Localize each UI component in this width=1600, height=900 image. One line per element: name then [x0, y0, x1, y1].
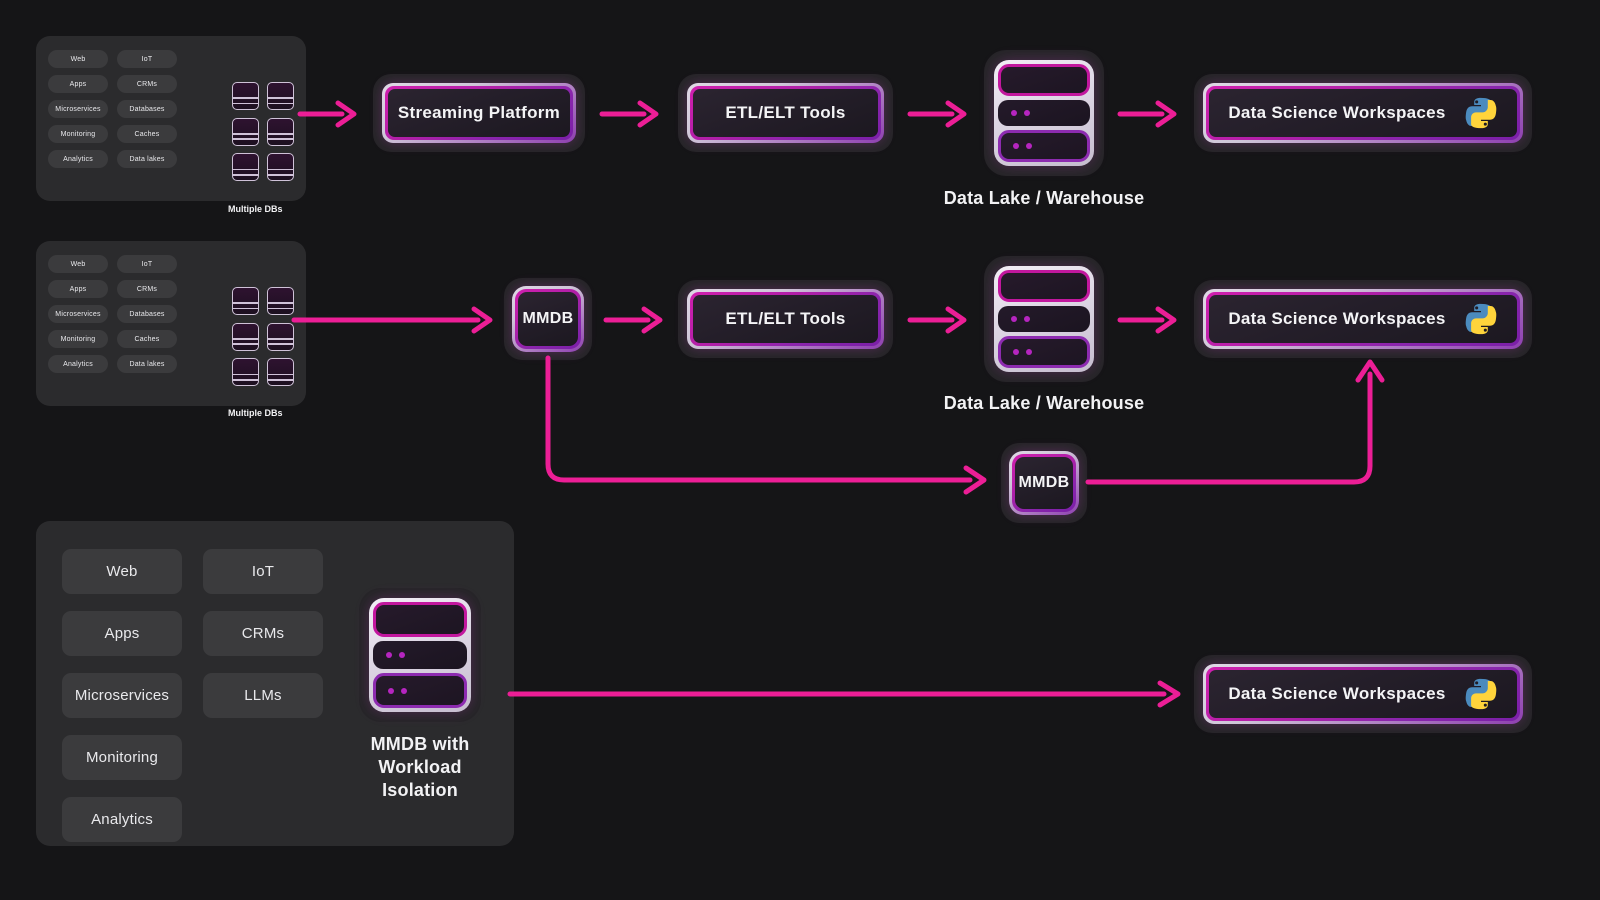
node-data-lake-warehouse-row2[interactable] — [984, 256, 1104, 382]
chip-monitoring[interactable]: Monitoring — [62, 735, 182, 780]
node-label: MMDB — [1018, 474, 1070, 491]
arrow-etl-to-lake — [907, 100, 967, 128]
caption-data-lake-warehouse-row2: Data Lake / Warehouse — [943, 393, 1145, 413]
source-panel-row-mmdb: Web Apps Microservices Monitoring Analyt… — [36, 241, 306, 418]
chip-web[interactable]: Web — [48, 255, 108, 273]
python-icon — [1465, 97, 1496, 129]
chip-apps[interactable]: Apps — [48, 75, 108, 93]
chip-llms[interactable]: LLMs — [203, 673, 323, 718]
node-label: Data Science Workspaces — [1228, 103, 1446, 122]
arrow-etl-to-lake-row2 — [907, 306, 967, 334]
caption-data-lake-warehouse-row1: Data Lake / Warehouse — [943, 188, 1145, 208]
chip-analytics[interactable]: Analytics — [62, 797, 182, 842]
chip-iot[interactable]: IoT — [117, 255, 177, 273]
node-etl-elt-tools-row1[interactable]: ETL/ELT Tools — [678, 74, 893, 152]
node-label: Data Science Workspaces — [1228, 309, 1446, 328]
database-icon — [267, 287, 294, 315]
arrow-sources-to-streaming — [297, 100, 357, 128]
database-icon — [267, 82, 294, 110]
server-bay-top — [998, 270, 1090, 302]
node-data-science-workspaces-row2[interactable]: Data Science Workspaces — [1194, 280, 1532, 358]
chip-microservices[interactable]: Microservices — [48, 305, 108, 323]
chip-databases[interactable]: Databases — [117, 305, 177, 323]
node-label: Streaming Platform — [397, 103, 561, 122]
chip-caches[interactable]: Caches — [117, 330, 177, 348]
chip-monitoring[interactable]: Monitoring — [48, 125, 108, 143]
chip-crms[interactable]: CRMs — [117, 280, 177, 298]
chip-crms[interactable]: CRMs — [117, 75, 177, 93]
arrow-mmdb-to-etl — [603, 306, 663, 334]
node-mmdb-bypass[interactable]: MMDB — [1001, 443, 1087, 523]
database-icon — [232, 153, 259, 182]
chip-caches[interactable]: Caches — [117, 125, 177, 143]
arrow-mmdb-bypass-in — [545, 355, 987, 495]
node-data-science-workspaces-row3[interactable]: Data Science Workspaces — [1194, 655, 1532, 733]
server-bay-bottom — [998, 130, 1090, 162]
database-icon — [232, 358, 259, 387]
node-label: ETL/ELT Tools — [725, 309, 846, 328]
python-icon — [1465, 678, 1496, 710]
chip-column-right: IoT CRMs Databases Caches Data lakes — [117, 50, 177, 168]
source-panel-row-isolation: Web Apps Microservices Monitoring Analyt… — [36, 521, 514, 846]
chip-iot[interactable]: IoT — [203, 549, 323, 594]
chip-column-right: IoT CRMs LLMs — [203, 549, 323, 842]
chip-column-left: Web Apps Microservices Monitoring Analyt… — [62, 549, 182, 842]
chip-microservices[interactable]: Microservices — [62, 673, 182, 718]
database-icon — [232, 287, 259, 315]
server-bay-middle — [998, 100, 1090, 126]
arrow-mmdb-bypass-out — [1085, 359, 1385, 485]
chip-data-lakes[interactable]: Data lakes — [117, 150, 177, 168]
chip-column-left: Web Apps Microservices Monitoring Analyt… — [48, 50, 108, 168]
multiple-db-cluster — [232, 287, 294, 387]
multiple-dbs-label: Multiple DBs — [228, 408, 283, 418]
chip-analytics[interactable]: Analytics — [48, 150, 108, 168]
chip-column-right: IoT CRMs Databases Caches Data lakes — [117, 255, 177, 373]
database-icon — [267, 153, 294, 182]
server-bay-bottom — [998, 336, 1090, 368]
database-icon — [267, 322, 294, 351]
source-panel-row-legacy: Web Apps Microservices Monitoring Analyt… — [36, 36, 306, 214]
arrow-lake-to-workspaces-row2 — [1117, 306, 1177, 334]
node-etl-elt-tools-row2[interactable]: ETL/ELT Tools — [678, 280, 893, 358]
node-label: Data Science Workspaces — [1228, 684, 1446, 703]
chip-crms[interactable]: CRMs — [203, 611, 323, 656]
multiple-dbs-label: Multiple DBs — [228, 204, 283, 214]
database-icon — [267, 358, 294, 387]
server-bay-bottom — [373, 673, 467, 709]
chip-data-lakes[interactable]: Data lakes — [117, 355, 177, 373]
chip-analytics[interactable]: Analytics — [48, 355, 108, 373]
chip-microservices[interactable]: Microservices — [48, 100, 108, 118]
node-data-lake-warehouse-row1[interactable] — [984, 50, 1104, 176]
server-bay-middle — [373, 640, 467, 670]
caption-mmdb-workload-isolation: MMDB with Workload Isolation — [370, 734, 470, 801]
chip-apps[interactable]: Apps — [48, 280, 108, 298]
database-icon — [232, 117, 259, 146]
arrow-isolation-to-workspaces — [507, 680, 1181, 708]
arrow-lake-to-workspaces — [1117, 100, 1177, 128]
chip-databases[interactable]: Databases — [117, 100, 177, 118]
arrow-sources-to-mmdb — [291, 306, 493, 334]
server-bay-top — [373, 602, 467, 637]
arrow-streaming-to-etl — [599, 100, 659, 128]
chip-web[interactable]: Web — [48, 50, 108, 68]
node-mmdb-workload-isolation[interactable] — [359, 588, 481, 722]
database-icon — [267, 117, 294, 146]
server-bay-top — [998, 64, 1090, 96]
server-bay-middle — [998, 306, 1090, 332]
node-label: ETL/ELT Tools — [725, 103, 846, 122]
node-mmdb-ingest[interactable]: MMDB — [504, 278, 592, 360]
chip-monitoring[interactable]: Monitoring — [48, 330, 108, 348]
node-streaming-platform[interactable]: Streaming Platform — [373, 74, 585, 152]
chip-web[interactable]: Web — [62, 549, 182, 594]
chip-column-left: Web Apps Microservices Monitoring Analyt… — [48, 255, 108, 373]
multiple-db-cluster — [232, 82, 294, 182]
node-label: MMDB — [522, 310, 574, 327]
python-icon — [1465, 303, 1496, 335]
chip-iot[interactable]: IoT — [117, 50, 177, 68]
chip-apps[interactable]: Apps — [62, 611, 182, 656]
database-icon — [232, 82, 259, 110]
database-icon — [232, 322, 259, 351]
node-data-science-workspaces-row1[interactable]: Data Science Workspaces — [1194, 74, 1532, 152]
